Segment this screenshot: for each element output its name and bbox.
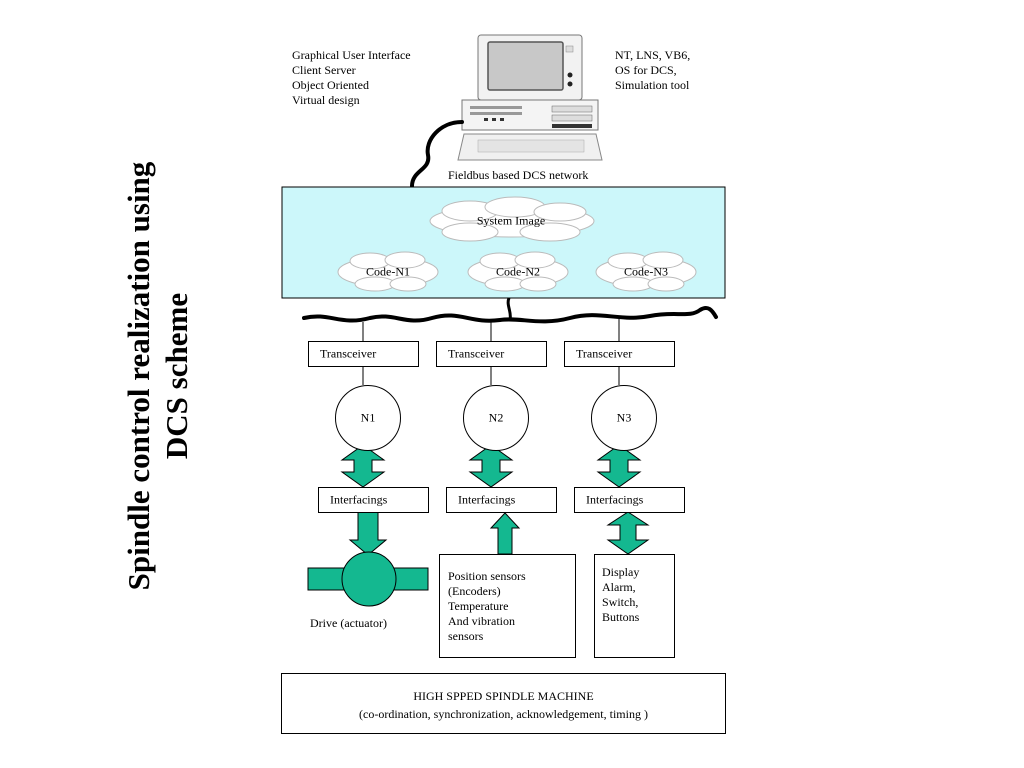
feature-item: OS for DCS, bbox=[615, 63, 677, 77]
sensor-line: (Encoders) bbox=[448, 584, 501, 598]
up-arrow bbox=[489, 512, 521, 555]
display-line: Alarm, bbox=[602, 580, 636, 594]
node-circle: N1 bbox=[335, 385, 401, 451]
bidirectional-arrow bbox=[596, 444, 642, 488]
system-image-label: System Image bbox=[476, 213, 546, 228]
display-line: Switch, bbox=[602, 595, 639, 609]
machine-title: HIGH SPPED SPINDLE MACHINE bbox=[413, 689, 594, 703]
sensor-line: And vibration bbox=[448, 614, 515, 628]
display-line: Buttons bbox=[602, 610, 640, 624]
node-circle: N2 bbox=[463, 385, 529, 451]
transceiver-box: Transceiver bbox=[436, 341, 547, 367]
panel-bus-link bbox=[506, 297, 512, 321]
connector-lines bbox=[362, 318, 620, 385]
feature-item: Object Oriented bbox=[292, 78, 369, 92]
bidirectional-arrow bbox=[606, 511, 650, 555]
gui-feature-list: Graphical User Interface Client Server O… bbox=[292, 48, 411, 108]
interfacing-box: Interfacings bbox=[574, 487, 685, 513]
code-cloud bbox=[337, 251, 439, 292]
feature-item: Graphical User Interface bbox=[292, 48, 411, 62]
spindle-machine-box: HIGH SPPED SPINDLE MACHINE (co-ordinatio… bbox=[281, 673, 726, 734]
machine-subtitle: (co-ordination, synchronization, acknowl… bbox=[359, 707, 648, 721]
interfacing-box: Interfacings bbox=[318, 487, 429, 513]
system-image-cloud bbox=[429, 196, 595, 242]
interfacing-box: Interfacings bbox=[446, 487, 557, 513]
transceiver-box: Transceiver bbox=[308, 341, 419, 367]
transceiver-label: Transceiver bbox=[576, 346, 633, 361]
down-arrow bbox=[348, 511, 388, 556]
node-label: N3 bbox=[616, 410, 632, 425]
software-feature-list: NT, LNS, VB6, OS for DCS, Simulation too… bbox=[615, 48, 690, 93]
display-line: Display bbox=[602, 565, 640, 579]
feature-item: Virtual design bbox=[292, 93, 360, 107]
code-label: Code-N3 bbox=[624, 264, 668, 279]
node-circle: N3 bbox=[591, 385, 657, 451]
node-label: N1 bbox=[360, 410, 376, 425]
bidirectional-arrow bbox=[468, 444, 514, 488]
feature-item: Client Server bbox=[292, 63, 356, 77]
code-label: Code-N1 bbox=[366, 264, 410, 279]
sensor-line: Position sensors bbox=[448, 569, 526, 583]
fieldbus-cable bbox=[302, 306, 718, 324]
feature-item: Simulation tool bbox=[615, 78, 690, 92]
node-label: N2 bbox=[488, 410, 504, 425]
code-label: Code-N2 bbox=[496, 264, 540, 279]
interfacing-label: Interfacings bbox=[586, 492, 644, 507]
drive-label: Drive (actuator) bbox=[310, 616, 387, 630]
sensor-line: Temperature bbox=[448, 599, 509, 613]
sensors-box: Position sensors (Encoders) Temperature … bbox=[439, 554, 576, 658]
drive-actuator-icon bbox=[307, 551, 429, 607]
fieldbus-label: Fieldbus based DCS network bbox=[448, 168, 589, 182]
sensors-text: Position sensors (Encoders) Temperature … bbox=[448, 569, 526, 644]
interfacing-label: Interfacings bbox=[330, 492, 388, 507]
display-box: Display Alarm, Switch, Buttons bbox=[594, 554, 675, 658]
transceiver-label: Transceiver bbox=[448, 346, 505, 361]
computer-cable bbox=[410, 120, 464, 188]
transceiver-label: Transceiver bbox=[320, 346, 377, 361]
sensor-line: sensors bbox=[448, 629, 484, 643]
interfacing-label: Interfacings bbox=[458, 492, 516, 507]
code-cloud bbox=[467, 251, 569, 292]
bidirectional-arrow bbox=[340, 444, 386, 488]
transceiver-box: Transceiver bbox=[564, 341, 675, 367]
display-text: Display Alarm, Switch, Buttons bbox=[602, 565, 639, 625]
computer-icon bbox=[457, 34, 603, 161]
feature-item: NT, LNS, VB6, bbox=[615, 48, 691, 62]
code-cloud bbox=[595, 251, 697, 292]
